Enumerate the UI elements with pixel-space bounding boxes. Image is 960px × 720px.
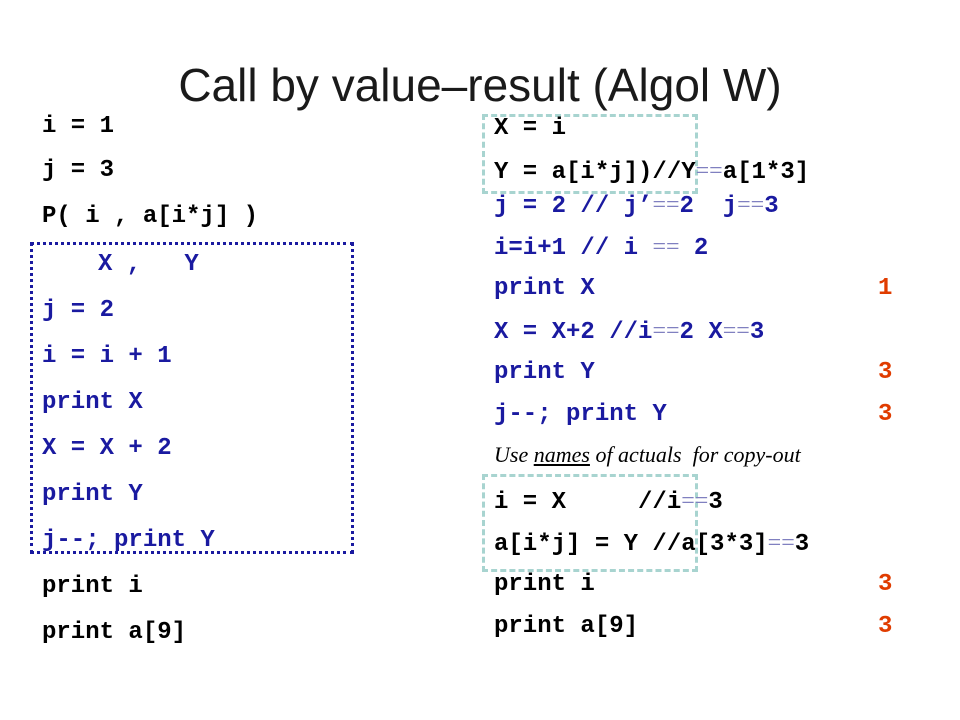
output-value: 3	[878, 359, 893, 386]
output-value: 1	[878, 275, 893, 302]
code-line: j = 2	[42, 297, 115, 324]
copy-out-box	[482, 474, 698, 572]
code-line: i = i + 1	[42, 343, 172, 370]
code-line: print a[9]	[42, 619, 187, 646]
code-line: print Y	[494, 359, 595, 386]
code-line: a[i*j] = Y //a[3*3]==3	[494, 530, 810, 558]
code-line: print a[9]	[494, 613, 639, 640]
slide-title: Call by value–result (Algol W)	[178, 59, 782, 111]
code-line: print i	[494, 571, 595, 598]
copy-in-box	[482, 114, 698, 194]
code-line: X = X+2 //i==2 X==3	[494, 318, 765, 346]
code-line: X = i	[494, 115, 567, 142]
output-value: 3	[878, 571, 893, 598]
code-line: j = 2 // j’==2 j==3	[494, 192, 779, 220]
output-value: 3	[878, 613, 893, 640]
copy-out-note: Use names of actuals for copy-out	[494, 442, 801, 467]
code-line: i=i+1 // i == 2	[494, 234, 709, 262]
code-line: X = X + 2	[42, 435, 172, 462]
code-line: print i	[42, 573, 143, 600]
code-line: P( i , a[i*j] )	[42, 203, 259, 230]
formal-params: X , Y	[98, 251, 199, 278]
code-line: i = X //i==3	[494, 488, 723, 516]
code-line: i = 1	[42, 113, 115, 140]
code-line: Y = a[i*j])//Y==a[1*3]	[494, 158, 810, 186]
code-line: print X	[42, 389, 143, 416]
code-line: print Y	[42, 481, 143, 508]
code-line: print X	[494, 275, 595, 302]
output-value: 3	[878, 401, 893, 428]
code-line: j--; print Y	[494, 401, 667, 428]
code-line: j = 3	[42, 157, 115, 184]
procedure-body-box	[30, 242, 354, 554]
code-line: j--; print Y	[42, 527, 215, 554]
